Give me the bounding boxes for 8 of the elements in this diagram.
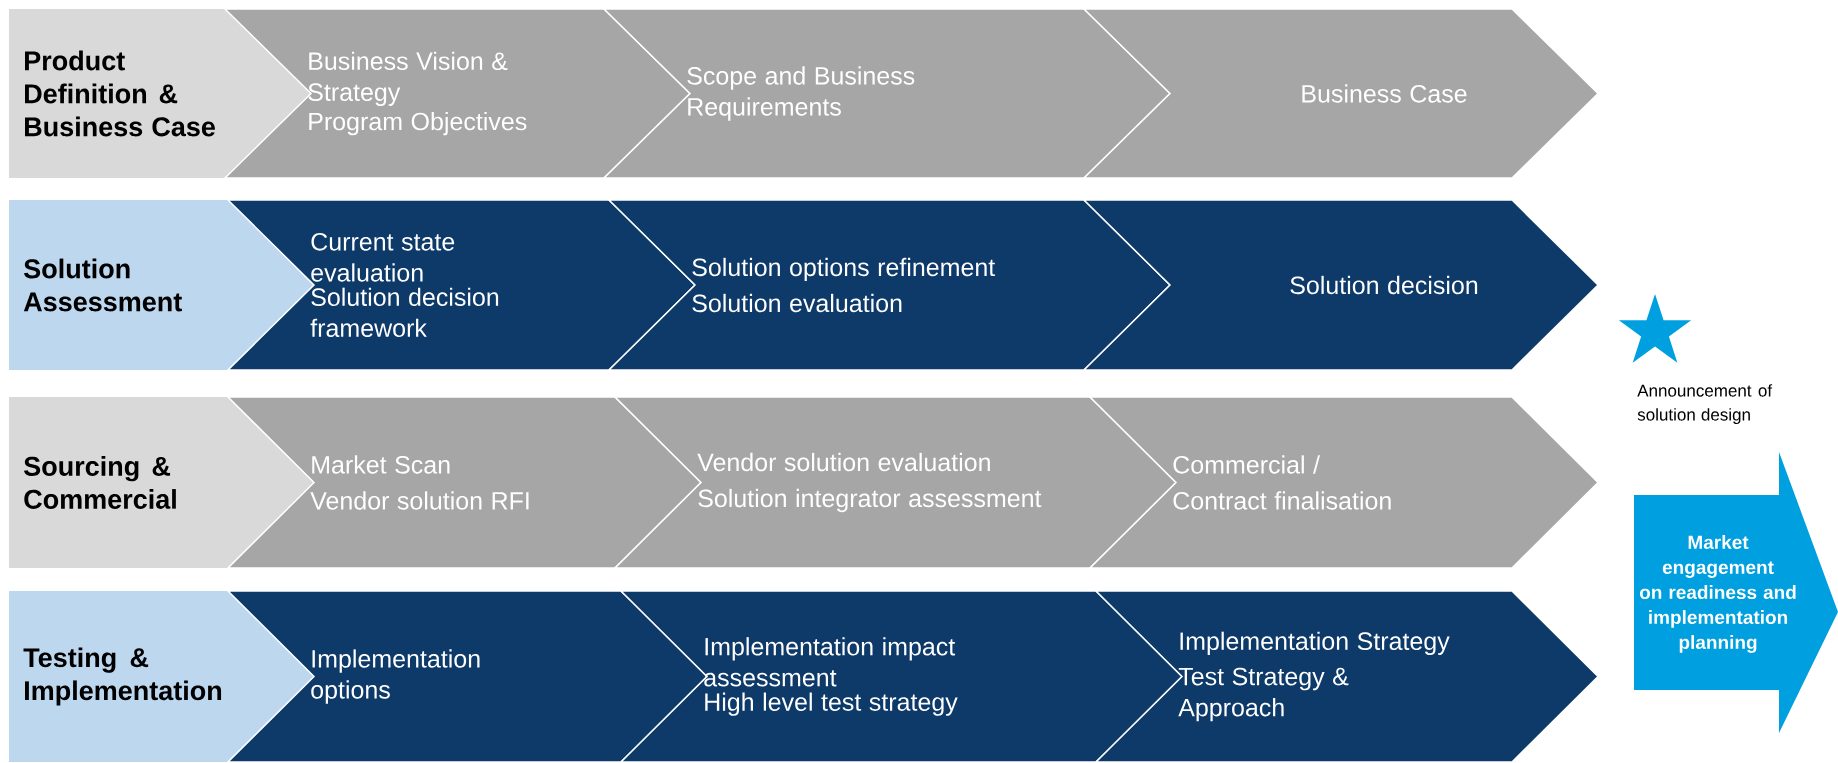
chevron-step: Scope and Business Requirements (602, 8, 1172, 179)
chevron-step: Business Case (1082, 8, 1600, 179)
star-caption: Announcement of solution design (1637, 384, 1773, 425)
chevron-step: Implementation Strategy Test Strategy & Approach (1094, 590, 1600, 763)
chevron-step: Solution decision (1082, 199, 1600, 371)
chevron-step: Commercial / Contract finalisation (1088, 396, 1600, 569)
chevron-step: Solution options refinement Solution evaluation (607, 199, 1172, 371)
node-label: Implementation options (311, 649, 480, 704)
